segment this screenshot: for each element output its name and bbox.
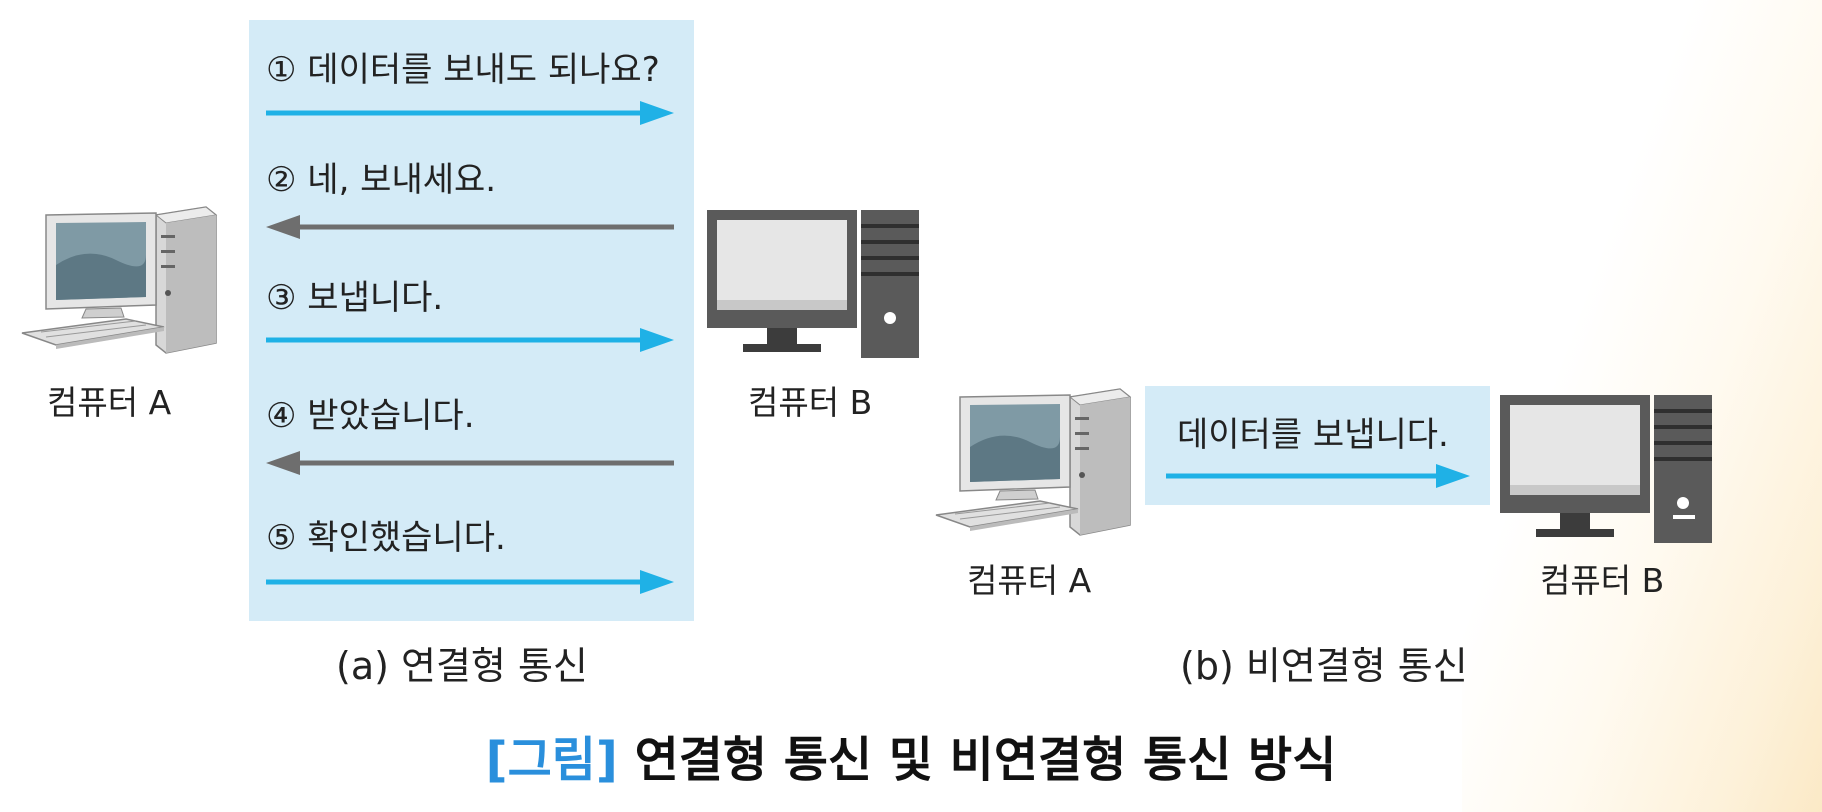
computer-a-icon (21, 206, 218, 354)
arrow-4 (266, 451, 674, 475)
connectionless-arrow (1166, 464, 1470, 488)
arrow-3 (266, 328, 674, 352)
computer-a-icon (935, 388, 1132, 536)
arrow-2 (266, 215, 674, 239)
arrow-1 (266, 101, 674, 125)
computer-b-icon (1500, 395, 1712, 543)
figure-title-bracket: [그림] (485, 732, 618, 788)
arrow-5 (266, 570, 674, 594)
message-4: ④ 받았습니다. (266, 396, 475, 436)
figure-title-text: 연결형 통신 및 비연결형 통신 방식 (634, 732, 1337, 788)
caption-connectionless: (b) 비연결형 통신 (1180, 644, 1468, 688)
connectionless-computer-b-label: 컴퓨터 B (1540, 561, 1665, 600)
message-3: ③ 보냅니다. (266, 278, 444, 318)
connectionless-panel (1145, 386, 1490, 505)
connectionless-message: 데이터를 보냅니다. (1177, 415, 1449, 455)
connectionless-computer-a-label: 컴퓨터 A (967, 561, 1092, 600)
message-5: ⑤ 확인했습니다. (266, 518, 506, 558)
message-2: ② 네, 보내세요. (266, 160, 497, 200)
figure-title: [그림] 연결형 통신 및 비연결형 통신 방식 (0, 730, 1822, 790)
message-1: ① 데이터를 보내도 되나요? (266, 50, 660, 90)
caption-connection-oriented: (a) 연결형 통신 (336, 644, 588, 688)
connection-oriented-panel (249, 20, 694, 621)
computer-b-label: 컴퓨터 B (748, 383, 873, 422)
computer-b-icon (707, 210, 919, 358)
computer-a-label: 컴퓨터 A (47, 383, 172, 422)
